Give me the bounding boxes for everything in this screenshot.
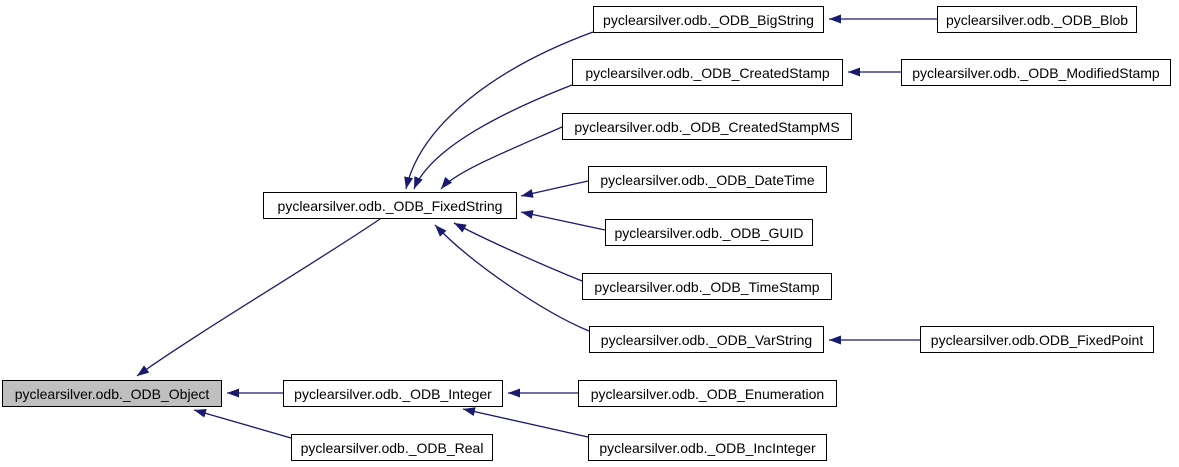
edge-fixedstring-to-object xyxy=(136,218,381,377)
edge-createdstamp-to-fixedstring xyxy=(413,84,573,190)
edge-incinteger-to-integer xyxy=(462,407,589,438)
edge-datetime-to-fixedstring xyxy=(520,180,589,198)
node-odb-datetime[interactable]: pyclearsilver.odb._ODB_DateTime xyxy=(588,166,827,193)
node-odb-createdstamp[interactable]: pyclearsilver.odb._ODB_CreatedStamp xyxy=(572,59,843,86)
node-odb-modifiedstamp[interactable]: pyclearsilver.odb._ODB_ModifiedStamp xyxy=(901,59,1171,86)
node-odb-blob[interactable]: pyclearsilver.odb._ODB_Blob xyxy=(937,6,1137,33)
node-odb-enumeration[interactable]: pyclearsilver.odb._ODB_Enumeration xyxy=(578,380,837,407)
edge-real-to-object xyxy=(193,409,292,439)
node-odb-varstring[interactable]: pyclearsilver.odb._ODB_VarString xyxy=(589,326,824,353)
node-odb-integer[interactable]: pyclearsilver.odb._ODB_Integer xyxy=(283,380,503,407)
node-odb-real[interactable]: pyclearsilver.odb._ODB_Real xyxy=(291,434,493,461)
edge-varstring-to-fixedstring xyxy=(434,224,590,332)
edge-bigstring-to-fixedstring xyxy=(404,31,594,190)
node-odb-object[interactable]: pyclearsilver.odb._ODB_Object xyxy=(2,380,222,407)
edge-timestamp-to-fixedstring xyxy=(453,222,583,282)
edge-guid-to-fixedstring xyxy=(520,210,606,231)
node-odb-bigstring[interactable]: pyclearsilver.odb._ODB_BigString xyxy=(593,6,824,33)
node-odb-timestamp[interactable]: pyclearsilver.odb._ODB_TimeStamp xyxy=(582,273,832,300)
node-odb-guid[interactable]: pyclearsilver.odb._ODB_GUID xyxy=(605,219,813,246)
node-odb-fixedstring[interactable]: pyclearsilver.odb._ODB_FixedString xyxy=(263,192,517,219)
node-odb-fixedpoint[interactable]: pyclearsilver.odb.ODB_FixedPoint xyxy=(920,326,1154,353)
node-odb-createdstampms[interactable]: pyclearsilver.odb._ODB_CreatedStampMS xyxy=(562,113,852,140)
node-odb-incinteger[interactable]: pyclearsilver.odb._ODB_IncInteger xyxy=(588,434,827,461)
edge-createdstampms-to-fixedstring xyxy=(440,126,563,190)
